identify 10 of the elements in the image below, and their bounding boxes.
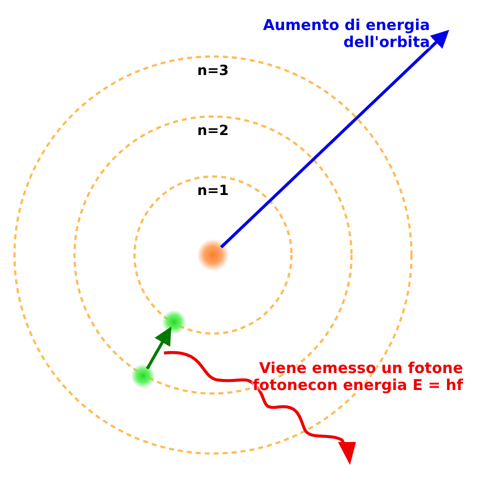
orbit-label: n=3: [197, 63, 229, 79]
orbit-label: n=2: [197, 123, 229, 139]
nucleus: [197, 239, 229, 271]
arrow: [146, 326, 172, 370]
electron: [131, 364, 155, 388]
electron: [162, 310, 186, 334]
arrow: [220, 30, 450, 248]
orbit-label: n=1: [197, 183, 229, 199]
edge-label: Aumento di energia dell'orbita: [262, 17, 430, 51]
orbit-ring: [133, 175, 293, 335]
